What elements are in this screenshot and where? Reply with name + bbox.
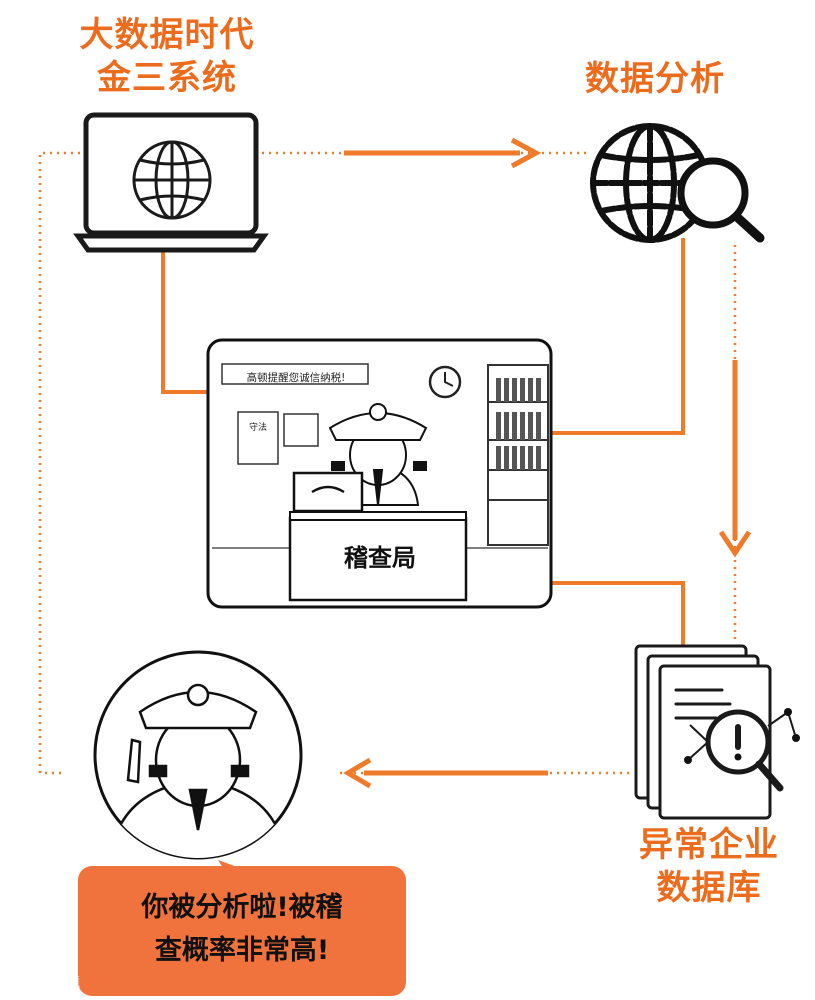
speech-line: 查概率非常高! xyxy=(154,935,330,967)
tax-office-scene xyxy=(206,338,553,609)
desk-sign: 稽查局 xyxy=(344,544,416,572)
label-data-analysis: 数据分析 xyxy=(570,58,740,101)
officer-portrait xyxy=(93,650,303,860)
arrow-right-icon xyxy=(344,137,542,169)
label-line: 异常企业 xyxy=(639,825,779,865)
laptop-globe-icon xyxy=(73,112,269,253)
office-poster-text: 守法 xyxy=(248,423,267,433)
watermark-text: 大數跨境 xyxy=(24,975,81,991)
speech-bubble: 你被分析啦!被稽 查概率非常高! xyxy=(78,866,406,996)
label-big-data-system: 大数据时代 金三系统 xyxy=(58,14,276,99)
label-line: 数据分析 xyxy=(585,59,725,99)
office-banner-text: 高顿提醒您诚信纳税! xyxy=(246,372,346,384)
watermark: ◎ 大數跨境 xyxy=(8,972,80,992)
documents-alert-icon xyxy=(634,644,800,820)
arrow-left-icon xyxy=(343,757,548,789)
label-line: 数据库 xyxy=(656,867,762,908)
arrow-down-icon xyxy=(718,360,752,558)
speech-line: 你被分析啦!被稽 xyxy=(141,892,343,923)
label-line: 金三系统 xyxy=(97,57,237,98)
magnifier-icon xyxy=(677,157,765,243)
label-line: 大数据时代 xyxy=(79,15,255,55)
watermark-logo-icon: ◎ xyxy=(8,974,21,990)
label-abnormal-enterprise-db: 异常企业 数据库 xyxy=(620,824,798,909)
